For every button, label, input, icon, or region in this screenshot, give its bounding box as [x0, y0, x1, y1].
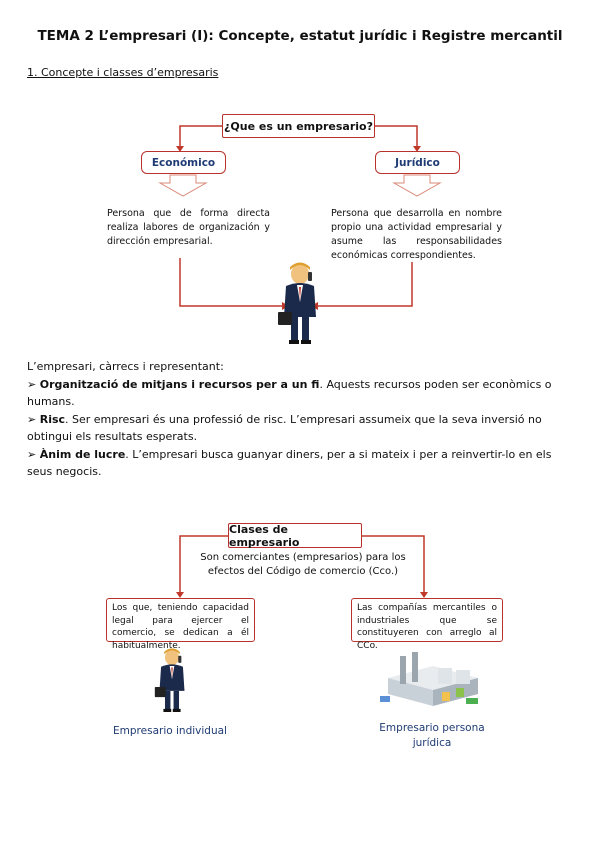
list-item: ➢ Ànim de lucre. L’empresari busca guany… — [27, 447, 552, 479]
connector-to-economico — [179, 125, 222, 146]
economico-tag: Económico — [141, 151, 226, 174]
hollow-arrow-right — [392, 174, 442, 197]
hollow-arrow-left — [158, 174, 208, 197]
juridica-label: Empresario persona jurídica — [379, 722, 485, 749]
economico-description: Persona que de forma directa realiza lab… — [107, 208, 270, 247]
connector-economico-to-person — [179, 258, 282, 307]
section-heading: 1. Concepte i classes d’empresaris — [27, 66, 219, 79]
list-item: ➢ Risc. Ser empresari és una professió d… — [27, 412, 542, 444]
classes-title-box: Clases de empresario — [228, 523, 362, 549]
individual-definition-box: Los que, teniendo capacidad legal para e… — [106, 598, 255, 651]
juridica-definition-box: Las compañías mercantiles o industriales… — [351, 598, 503, 651]
businessman-illustration — [278, 262, 316, 344]
factory-illustration — [380, 652, 478, 706]
connector-to-juridica — [362, 535, 425, 592]
juridico-tag: Jurídico — [375, 151, 460, 174]
list-item: ➢ Organització de mitjans i recursos per… — [27, 377, 552, 409]
classes-subtitle: Son comerciantes (empresarios) para los … — [200, 552, 406, 577]
intro-line: L’empresari, càrrecs i representant: — [27, 360, 224, 373]
body-text: L’empresari, càrrecs i representant: ➢ O… — [27, 358, 575, 481]
connector-to-juridico — [375, 125, 418, 146]
juridico-description: Persona que desarrolla en nombre propio … — [331, 208, 502, 261]
individual-label: Empresario individual — [113, 725, 227, 737]
page-title: TEMA 2 L’empresari (I): Concepte, estatu… — [37, 28, 563, 44]
question-box: ¿Que es un empresario? — [222, 114, 375, 138]
connector-juridico-to-person — [318, 262, 413, 307]
connector-to-individual — [179, 535, 228, 592]
businessman-illustration — [154, 648, 185, 712]
